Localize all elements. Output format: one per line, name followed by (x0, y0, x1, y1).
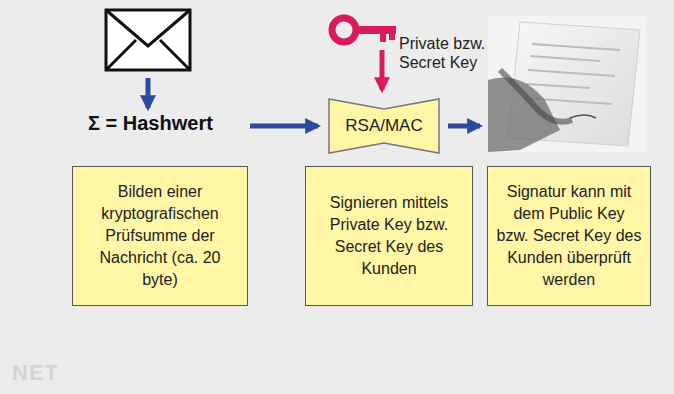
node-text: RSA/MAC (345, 116, 422, 136)
process-box: Signieren mittels Private Key bzw. Secre… (305, 166, 473, 306)
process-box: Bilden einer kryptografischen Prüfsumme … (72, 166, 248, 306)
flow-arrow (250, 124, 318, 129)
key-label: Private bzw. Secret Key (399, 34, 495, 72)
envelope-icon (106, 10, 190, 70)
bowtie-shape (329, 99, 439, 153)
watermark: NET (12, 360, 59, 386)
flow-arrow (146, 78, 151, 108)
process-box: Signatur kann mit dem Public Key bzw. Se… (487, 166, 651, 306)
key-icon (332, 18, 396, 42)
cipher-block: RSA/MAC (328, 98, 440, 154)
key-arrow (380, 50, 385, 90)
node-text: Bilden einer kryptografischen Prüfsumme … (81, 181, 239, 291)
signing-picture (488, 16, 646, 152)
flow-arrow (448, 124, 480, 129)
node-text: Signatur kann mit dem Public Key bzw. Se… (496, 181, 642, 291)
hash-label: Σ = Hashwert (88, 112, 213, 135)
node-text: Signieren mittels Private Key bzw. Secre… (314, 192, 464, 280)
